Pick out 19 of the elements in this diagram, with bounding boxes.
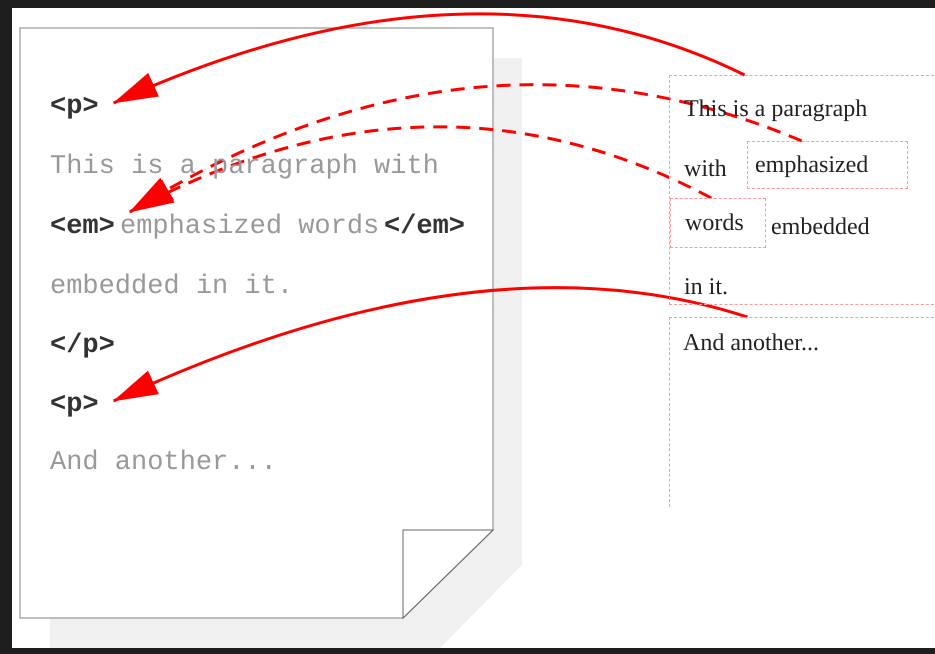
rendered-text: words: [685, 209, 744, 238]
code-text: And another...: [50, 448, 277, 478]
html-tag: <p>: [50, 390, 113, 420]
rendered-text: And another...: [683, 329, 819, 358]
inline-box: [747, 141, 908, 189]
rendered-text: embedded: [771, 213, 870, 242]
code-text: emphasized words: [120, 212, 380, 242]
code-text: embedded in it.: [50, 272, 294, 302]
rendered-text: with: [684, 155, 727, 184]
inline-box: [670, 198, 766, 248]
paragraph-box: [669, 317, 935, 507]
rendered-text: in it.: [684, 273, 728, 302]
html-tag: <p>: [50, 92, 113, 122]
paragraph-box: [669, 75, 935, 305]
code-text: </em>: [384, 212, 466, 242]
arrow: [112, 12, 746, 104]
code-text: </p>: [50, 331, 115, 361]
rendered-text: emphasized: [755, 151, 868, 180]
arrow: [128, 126, 712, 214]
